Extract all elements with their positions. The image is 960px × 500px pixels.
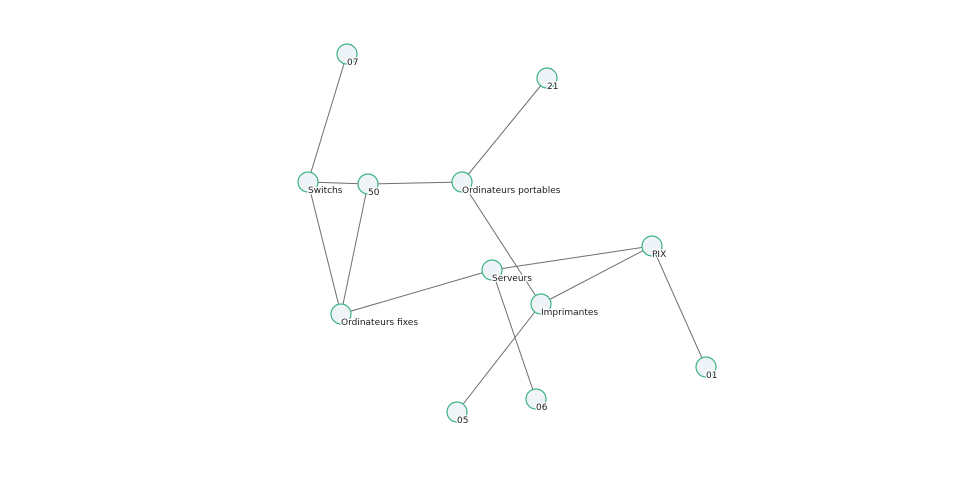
edge-imprimantes-pix (540, 245, 653, 305)
node-circle[interactable] (451, 171, 473, 193)
edge-serveurs-pix (491, 245, 653, 271)
edge-50-fixes (340, 183, 369, 315)
node-circle[interactable] (530, 293, 552, 315)
node-label: 50 (368, 188, 380, 198)
node-fixes[interactable]: Ordinateurs fixes (330, 303, 420, 329)
node-circle[interactable] (357, 173, 379, 195)
node-circle[interactable] (536, 67, 558, 89)
node-label: 06 (536, 403, 548, 413)
node-label: 05 (457, 416, 468, 426)
node-06[interactable]: 06 (525, 388, 549, 414)
edge-pix-01 (651, 245, 707, 368)
node-label: PIX (652, 250, 666, 260)
node-pix[interactable]: PIX (641, 235, 668, 261)
node-circle[interactable] (525, 388, 547, 410)
node-label: Serveurs (492, 274, 532, 284)
edge-21-portables (461, 77, 548, 183)
node-circle[interactable] (336, 43, 358, 65)
node-label: 07 (347, 58, 358, 68)
node-circle[interactable] (330, 303, 352, 325)
node-circle[interactable] (481, 259, 503, 281)
edge-fixes-serveurs (340, 269, 493, 315)
edges-layer (307, 53, 707, 413)
node-05[interactable]: 05 (446, 401, 470, 427)
node-label: 01 (706, 371, 717, 381)
edge-imprimantes-05 (456, 303, 542, 413)
node-portables[interactable]: Ordinateurs portables (451, 171, 562, 197)
edge-07-switchs (307, 53, 348, 183)
edge-switchs-fixes (307, 181, 342, 315)
node-circle[interactable] (446, 401, 468, 423)
node-label: Ordinateurs portables (462, 186, 561, 196)
node-switchs[interactable]: Switchs (297, 171, 344, 197)
node-21[interactable]: 21 (536, 67, 560, 93)
node-label: Ordinateurs fixes (341, 318, 418, 328)
node-07[interactable]: 07 (336, 43, 360, 69)
node-serveurs[interactable]: Serveurs (481, 259, 533, 285)
edge-serveurs-06 (491, 269, 537, 400)
node-imprimantes[interactable]: Imprimantes (530, 293, 600, 319)
edge-50-portables (367, 181, 463, 185)
node-01[interactable]: 01 (695, 356, 719, 382)
node-label: Imprimantes (541, 308, 598, 318)
node-label: Switchs (308, 186, 343, 196)
node-circle[interactable] (641, 235, 663, 257)
node-label: 21 (547, 82, 558, 92)
edge-portables-imprimantes (461, 181, 542, 305)
node-circle[interactable] (695, 356, 717, 378)
node-circle[interactable] (297, 171, 319, 193)
node-50[interactable]: 50 (357, 173, 381, 199)
